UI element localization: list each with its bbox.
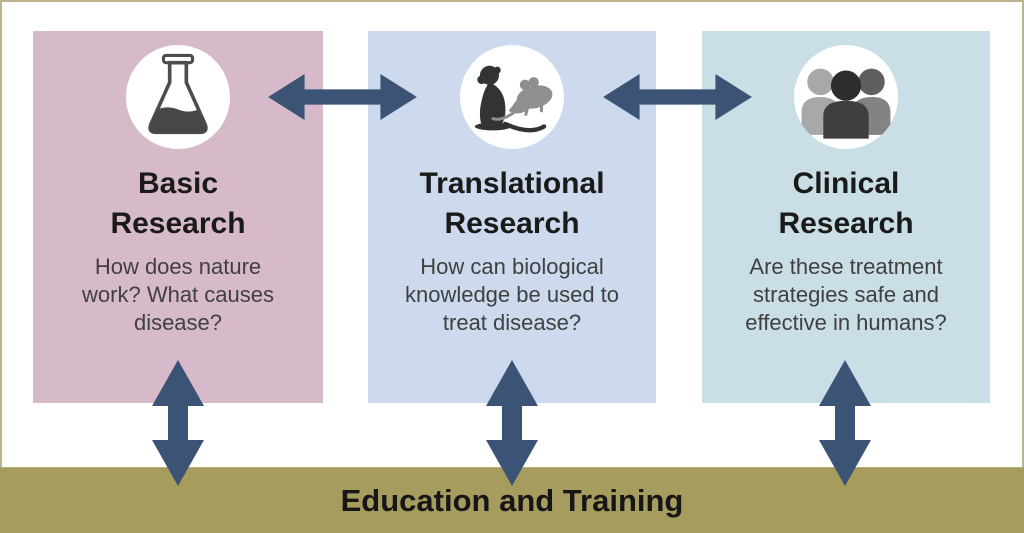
flask-icon: [126, 45, 230, 149]
panel-description: Are these treatment strategies safe and …: [745, 254, 947, 335]
panel-clinical-research: Clinical Research Are these treatment st…: [702, 31, 990, 403]
panel-title: Basic Research: [110, 167, 246, 240]
double-arrow-shape: [486, 360, 538, 486]
arrow-translational-clinical: [600, 73, 755, 121]
panel-description: How does nature work? What causes diseas…: [82, 254, 274, 335]
double-arrow-shape: [268, 73, 417, 121]
education-band-label: Education and Training: [340, 482, 684, 518]
flask-liquid: [150, 107, 206, 133]
double-arrow-shape: [819, 360, 871, 486]
monkey-mouse-icon: [460, 45, 564, 149]
arrow-basic-translational: [265, 73, 420, 121]
arrow-basic-education: [152, 360, 204, 486]
mouse-silhouette: [491, 77, 553, 121]
panel-translational-research: Translational Research How can biologica…: [368, 31, 656, 403]
education-band: Education and Training: [0, 467, 1024, 533]
panel-title: Clinical Research: [778, 167, 914, 240]
people-group-icon: [794, 45, 898, 149]
double-arrow-shape: [152, 360, 204, 486]
person-center: [823, 70, 869, 139]
arrow-clinical-education: [819, 360, 871, 486]
flask-icon-svg: [148, 53, 208, 135]
panel-description: How can biological knowledge be used to …: [404, 254, 620, 335]
arrow-translational-education: [486, 360, 538, 486]
panel-basic-research: Basic Research How does nature work? Wha…: [33, 31, 323, 403]
double-arrow-shape: [603, 73, 752, 121]
monkey-silhouette: [474, 65, 547, 133]
monkey-mouse-icon-svg: [474, 65, 553, 133]
panel-title: Translational Research: [419, 167, 605, 240]
people-group-icon-svg: [801, 68, 891, 139]
